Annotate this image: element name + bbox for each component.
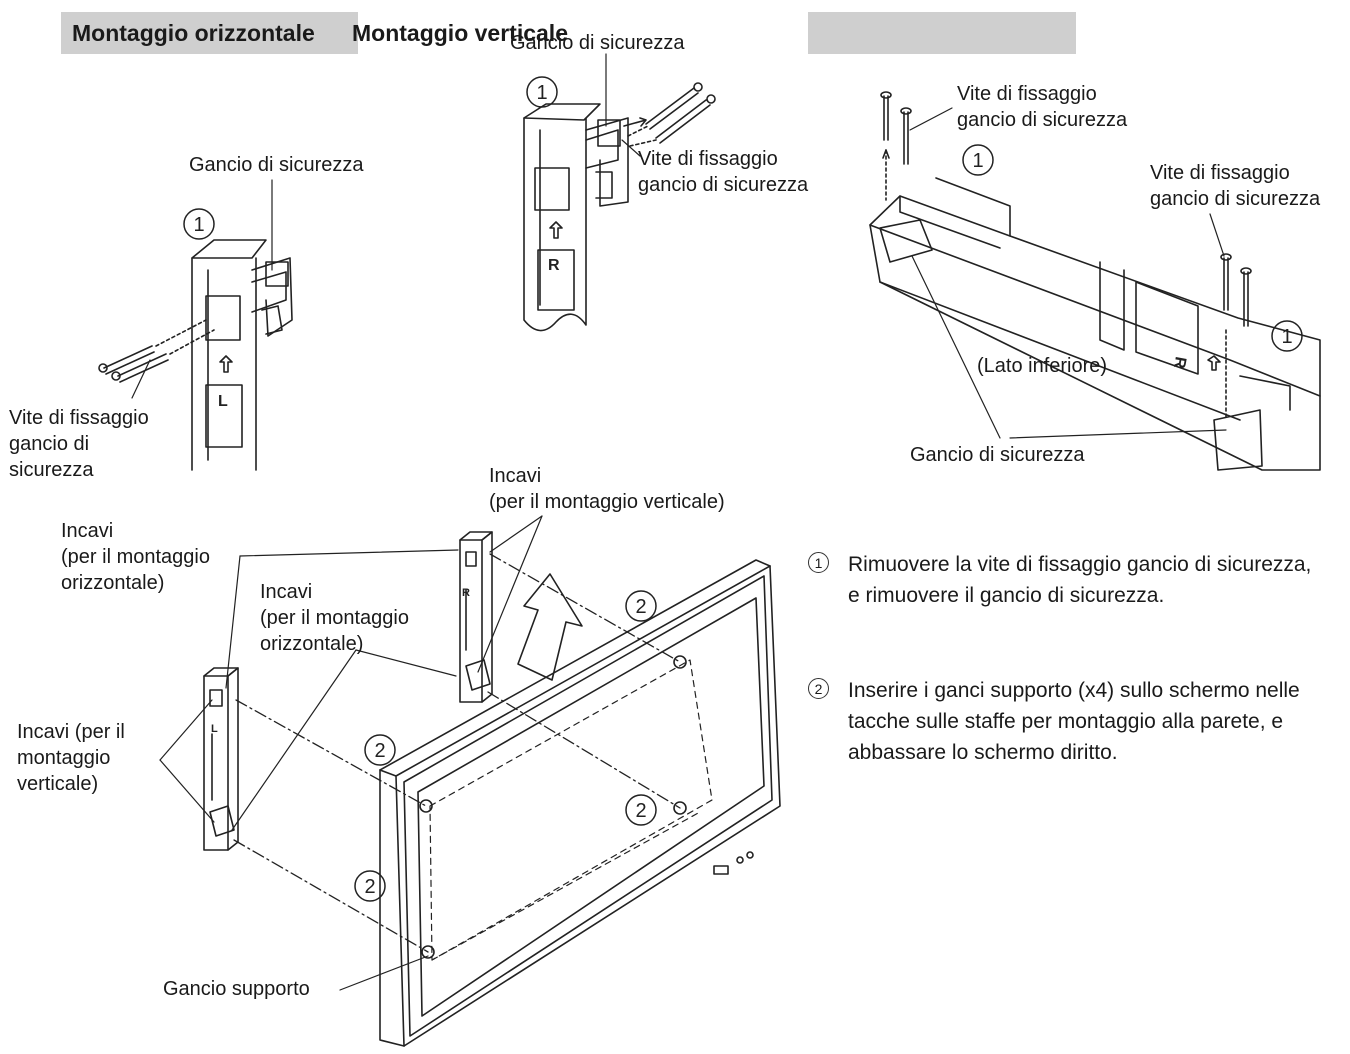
support-hook-4 (673, 801, 687, 815)
bracket-center-top (523, 103, 629, 332)
callout-2-left-upper: 2 (374, 740, 385, 762)
bracket-top-right (869, 177, 1321, 471)
label-slots-vertical-left: Incavi (per il montaggio verticale) (17, 721, 125, 795)
bracket-letter-l-left: L (218, 393, 228, 410)
label-fixing-screw-center: Vite di fissaggio gancio di sicurezza (638, 148, 809, 196)
header-bar-left (61, 12, 358, 54)
step-1-text: Rimuovere la vite di fissaggio gancio di… (848, 553, 1312, 607)
callout-1-right-side: 1 (1281, 326, 1292, 348)
callout-2-left-lower: 2 (364, 876, 375, 898)
label-fixing-screw-left: Vite di fissaggio gancio di sicurezza (9, 407, 149, 481)
label-safety-hook-center: Gancio di sicurezza (510, 32, 685, 54)
label-support-hook: Gancio supporto (163, 978, 310, 1000)
step-1-number: 1 (808, 552, 829, 573)
instruction-step-1: 1 Rimuovere la vite di fissaggio gancio … (808, 549, 1328, 649)
bracket-lower-left (203, 667, 239, 851)
label-fixing-screw-right-side: Vite di fissaggio gancio di sicurezza (1150, 162, 1321, 210)
callout-1-center: 1 (536, 82, 547, 104)
label-slots-horizontal-center: Incavi (per il montaggio orizzontale) (260, 581, 409, 655)
label-slots-vertical-top: Incavi (per il montaggio verticale) (489, 465, 725, 513)
callout-2-top-right: 2 (635, 596, 646, 618)
callout-1-right-top: 1 (972, 150, 983, 172)
label-slots-horizontal-left: Incavi (per il montaggio orizzontale) (61, 520, 210, 594)
bracket-letter-r-lower-center: R (462, 587, 470, 599)
callout-2-center: 2 (635, 800, 646, 822)
screws-left-top (98, 319, 215, 383)
label-safety-hook-left: Gancio di sicurezza (189, 154, 364, 176)
screws-center-top (623, 82, 716, 147)
instruction-step-2: 2 Inserire i ganci supporto (x4) sullo s… (808, 675, 1328, 775)
label-fixing-screw-right-top: Vite di fissaggio gancio di sicurezza (957, 83, 1128, 131)
bracket-lower-center (459, 531, 493, 703)
step-2-text: Inserire i ganci supporto (x4) sullo sch… (848, 679, 1300, 764)
step-2-number: 2 (808, 678, 829, 699)
display-screen (379, 559, 781, 1047)
bracket-letter-l-lower-left: L (211, 723, 218, 735)
support-hook-3 (673, 655, 687, 669)
vertical-mounting-title: Montaggio verticale (352, 20, 568, 46)
support-hook-1 (419, 799, 433, 813)
callout-1-left: 1 (193, 214, 204, 236)
bracket-left-top (191, 239, 293, 471)
bracket-letter-r-center: R (548, 257, 560, 274)
bracket-letter-r-right: R (1170, 355, 1189, 370)
label-lower-side: (Lato inferiore) (977, 355, 1108, 377)
screws-top-right (880, 91, 1252, 421)
header-bar-right (808, 12, 1076, 54)
support-hook-2 (421, 945, 435, 959)
horizontal-mounting-title: Montaggio orizzontale (72, 20, 315, 46)
lift-arrow (517, 573, 583, 681)
label-safety-hook-right: Gancio di sicurezza (910, 444, 1085, 466)
